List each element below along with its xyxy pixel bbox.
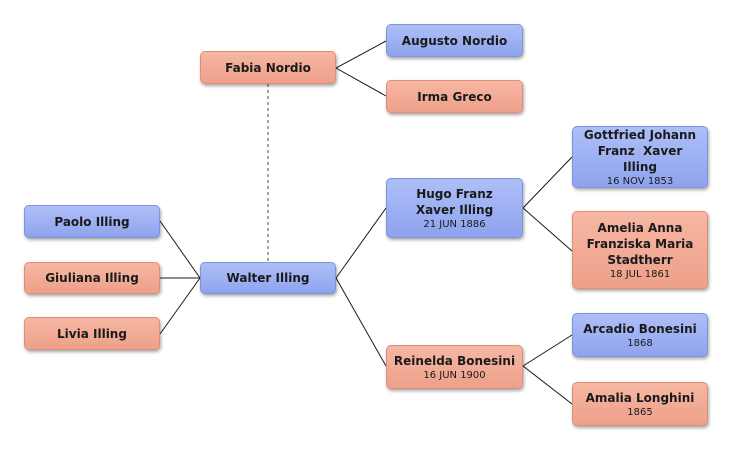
person-name: Fabia Nordio [225, 60, 311, 75]
person-card-livia-illing[interactable]: Livia Illing [24, 317, 160, 350]
person-name: Irma Greco [417, 89, 492, 104]
child-connector-livia [159, 277, 201, 335]
person-card-gottfried-illing[interactable]: Gottfried Johann Franz Xaver Illing 16 N… [572, 126, 708, 188]
child-connector-paolo [159, 220, 201, 279]
person-card-reinelda-bonesini[interactable]: Reinelda Bonesini 16 JUN 1900 [386, 345, 523, 389]
person-date: 18 JUL 1861 [609, 268, 671, 280]
person-name: Amalia Longhini [585, 390, 695, 405]
person-date: 1868 [627, 337, 653, 349]
person-name: Arcadio Bonesini [583, 321, 697, 336]
person-card-giuliana-illing[interactable]: Giuliana Illing [24, 262, 160, 294]
person-card-hugo-illing[interactable]: Hugo Franz Xaver Illing 21 JUN 1886 [386, 178, 523, 238]
person-name: Livia Illing [57, 326, 127, 341]
parent-connector-fabia [334, 40, 387, 97]
person-date: 16 JUN 1900 [423, 369, 486, 381]
parent-connector-reinelda [522, 334, 573, 405]
person-name: Gottfried Johann Franz Xaver Illing [583, 127, 701, 174]
person-card-amalia-longhini[interactable]: Amalia Longhini 1865 [572, 382, 708, 426]
person-card-irma-greco[interactable]: Irma Greco [386, 80, 523, 113]
person-name: Walter Illing [226, 271, 310, 285]
person-card-paolo-illing[interactable]: Paolo Illing [24, 205, 160, 238]
person-card-fabia-nordio[interactable]: Fabia Nordio [200, 51, 336, 84]
person-name: Giuliana Illing [45, 271, 139, 285]
parent-connector-walter [335, 207, 387, 367]
person-name: Hugo Franz Xaver Illing [415, 186, 494, 217]
person-name: Amelia Anna Franziska Maria Stadtherr [586, 220, 694, 267]
person-date: 16 NOV 1853 [606, 175, 674, 187]
parent-connector-hugo [522, 156, 573, 252]
person-date: 1865 [627, 406, 653, 418]
person-card-arcadio-bonesini[interactable]: Arcadio Bonesini 1868 [572, 313, 708, 357]
person-card-amelia-stadtherr[interactable]: Amelia Anna Franziska Maria Stadtherr 18… [572, 211, 708, 289]
person-name: Paolo Illing [54, 214, 130, 229]
person-card-augusto-nordio[interactable]: Augusto Nordio [386, 24, 523, 57]
person-name: Augusto Nordio [401, 33, 508, 48]
person-name: Reinelda Bonesini [393, 353, 516, 368]
person-date: 21 JUN 1886 [423, 218, 486, 230]
person-card-walter-illing[interactable]: Walter Illing [200, 262, 336, 294]
